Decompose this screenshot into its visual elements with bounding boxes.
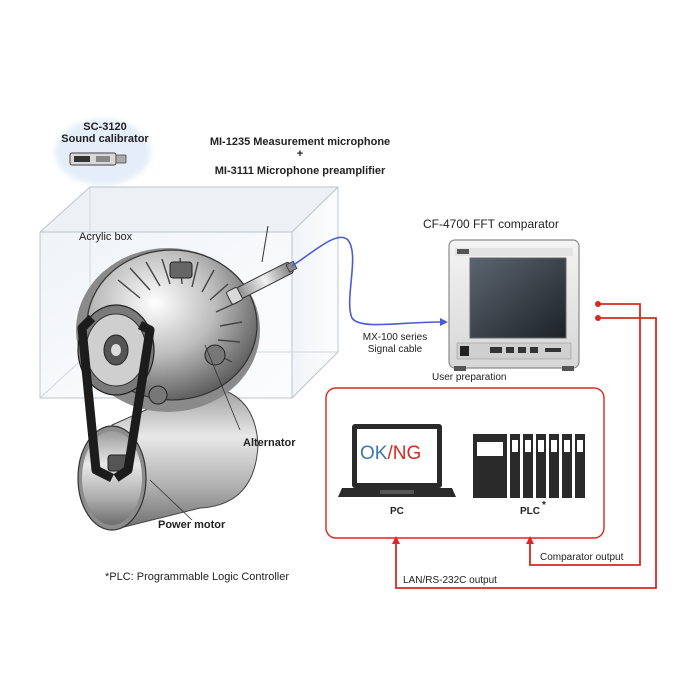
signal-cable-label-line2: Signal cable <box>367 344 423 355</box>
signal-cable-label-line1: MX-100 series <box>362 332 428 343</box>
lan-output-arrowhead <box>392 536 400 544</box>
alternator-leader-line <box>204 344 241 431</box>
signal-cable <box>291 236 441 326</box>
fft-comparator-device <box>448 239 580 371</box>
microphone-label-line1: MI-1235 Measurement microphone <box>209 136 391 148</box>
pc-laptop-icon <box>338 424 456 497</box>
sound-calibrator-icon <box>55 119 151 185</box>
pc-label: PC <box>390 506 404 517</box>
plc-footnote-mark: * <box>542 500 546 511</box>
power-motor-leader-line <box>149 479 193 521</box>
sound-calibrator-name: Sound calibrator <box>61 133 149 145</box>
alternator-illustration <box>76 248 260 483</box>
sound-calibrator-model: SC-3120 <box>83 121 127 133</box>
plc-icon <box>473 434 585 498</box>
lan-output-port <box>595 315 601 321</box>
lan-rs232c-output-line <box>395 317 657 589</box>
signal-cable-arrowhead <box>440 318 448 326</box>
power-motor-label: Power motor <box>158 519 226 531</box>
comparator-output-port <box>595 301 601 307</box>
comparator-output-label: Comparator output <box>540 552 624 563</box>
lan-output-label: LAN/RS-232C output <box>403 575 497 586</box>
plc-label: PLC <box>520 506 540 517</box>
comparator-output-arrowhead <box>526 536 534 544</box>
microphone-label-plus: + <box>296 148 304 160</box>
plc-footnote: *PLC: Programmable Logic Controller <box>105 571 290 583</box>
measurement-microphone-icon <box>226 225 298 305</box>
microphone-label-line2: MI-3111 Microphone preamplifier <box>214 165 386 177</box>
fft-comparator-label: CF-4700 FFT comparator <box>423 217 559 231</box>
comparator-output-line <box>529 303 641 566</box>
ok-text: OK <box>360 443 388 464</box>
pc-screen-text: OK/NG <box>360 443 421 465</box>
user-preparation-label: User preparation <box>432 372 507 383</box>
alternator-label: Alternator <box>243 437 296 449</box>
acrylic-box-label: Acrylic box <box>79 231 133 243</box>
ok-ng-separator: / <box>387 443 393 464</box>
user-preparation-frame <box>325 387 605 539</box>
ng-text: NG <box>392 443 422 464</box>
